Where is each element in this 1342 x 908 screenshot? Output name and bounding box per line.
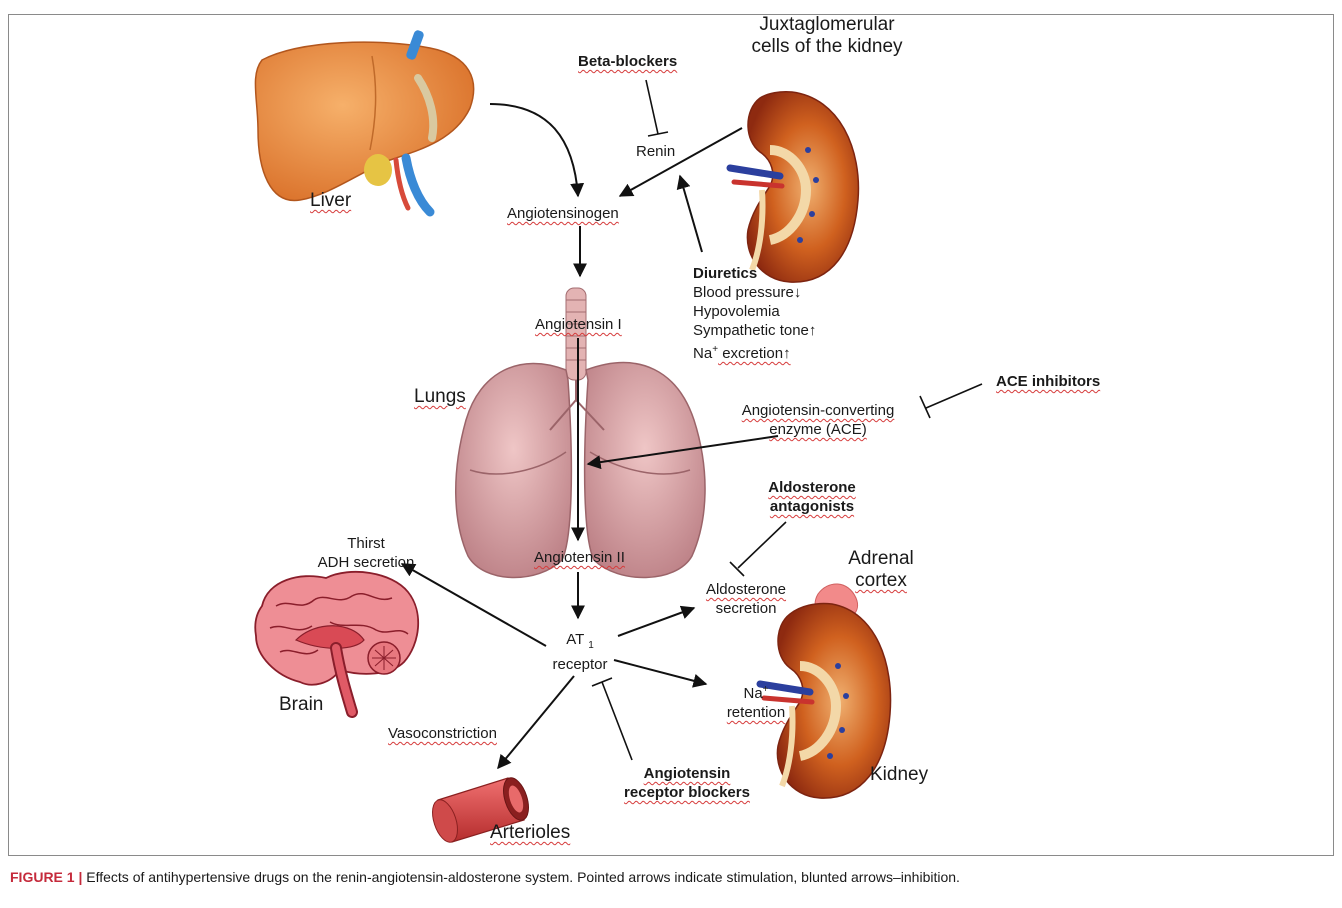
aldosterone-line1: Aldosterone — [696, 580, 796, 599]
renin-label: Renin — [636, 142, 675, 161]
arterioles-label: Arterioles — [490, 822, 570, 844]
ace-line1: Angiotensin-converting — [718, 401, 918, 420]
arrow-diuretics-to-renin — [680, 176, 702, 252]
na-line1: Na+ — [716, 680, 796, 703]
figure-label: FIGURE 1 | — [10, 869, 82, 885]
adh-secretion-label: ADH secretion — [314, 553, 418, 572]
brain-effects-label: Thirst ADH secretion — [314, 534, 418, 572]
at1-line2: receptor — [540, 655, 620, 674]
lungs-label: Lungs — [414, 386, 466, 408]
beta-blockers-label: Beta-blockers — [578, 52, 677, 71]
adrenal-line2: cortex — [836, 570, 926, 592]
at1-line1: AT 1 — [540, 630, 620, 655]
stimulus-blood-pressure: Blood pressure↓ — [693, 283, 816, 302]
diuretics-label: Diuretics — [693, 264, 816, 283]
na-sup: + — [763, 684, 769, 695]
stimulus-na-excretion: Na+ excretion↑ — [693, 340, 816, 363]
brain-label: Brain — [279, 694, 323, 716]
raas-diagram — [0, 0, 1342, 860]
thirst-label: Thirst — [314, 534, 418, 553]
aldosterone-antagonists-line1: Aldosterone — [752, 478, 872, 497]
angiotensin1-label: Angiotensin I — [535, 315, 622, 334]
liver-illustration — [255, 29, 473, 212]
inhibit-arb — [592, 678, 632, 760]
inhibit-ace-inhibitors — [920, 384, 982, 418]
at1-sub: 1 — [588, 640, 594, 651]
angiotensinogen-label: Angiotensinogen — [507, 204, 619, 223]
aldosterone-line2: secretion — [696, 599, 796, 618]
arb-label: Angiotensin receptor blockers — [612, 764, 762, 802]
na-excretion-prefix: Na — [693, 345, 712, 362]
at1-text: AT — [566, 631, 584, 648]
kidney-label: Kidney — [870, 764, 928, 786]
arrow-liver-to-angiotensinogen — [490, 104, 578, 196]
at1-receptor-label: AT 1 receptor — [540, 630, 620, 674]
juxtaglomerular-kidney-illustration — [730, 92, 858, 282]
juxtaglomerular-line2: cells of the kidney — [722, 36, 932, 58]
na-retention-label: Na+ retention — [716, 680, 796, 722]
arb-line1: Angiotensin — [612, 764, 762, 783]
ace-label: Angiotensin-converting enzyme (ACE) — [718, 401, 918, 439]
stimulus-sympathetic-tone: Sympathetic tone↑ — [693, 321, 816, 340]
arrow-kidney-to-angiotensinogen — [620, 128, 742, 196]
aldosterone-antagonists-label: Aldosterone antagonists — [752, 478, 872, 516]
arrow-at1-to-na-retention — [614, 660, 706, 684]
juxtaglomerular-label: Juxtaglomerular cells of the kidney — [722, 14, 932, 58]
ace-inhibitors-label: ACE inhibitors — [996, 372, 1100, 391]
aldosterone-antagonists-line2: antagonists — [752, 497, 872, 516]
renin-stimuli-list: Diuretics Blood pressure↓ Hypovolemia Sy… — [693, 264, 816, 363]
juxtaglomerular-line1: Juxtaglomerular — [722, 14, 932, 36]
na-excretion-suffix: excretion↑ — [718, 345, 791, 362]
arb-line2: receptor blockers — [612, 783, 762, 802]
stimulus-hypovolemia: Hypovolemia — [693, 302, 816, 321]
aldosterone-secretion-label: Aldosterone secretion — [696, 580, 796, 618]
ace-line2: enzyme (ACE) — [718, 420, 918, 439]
na-line2: retention — [716, 703, 796, 722]
brain-illustration — [255, 572, 418, 712]
vasoconstriction-label: Vasoconstriction — [388, 724, 497, 743]
figure-caption: FIGURE 1 | Effects of antihypertensive d… — [10, 868, 1330, 886]
adrenal-line1: Adrenal — [836, 548, 926, 570]
liver-label: Liver — [310, 190, 351, 212]
adrenal-cortex-label: Adrenal cortex — [836, 548, 926, 592]
na-text: Na — [743, 685, 762, 702]
arrow-at1-to-aldosterone — [618, 608, 694, 636]
caption-text: Effects of antihypertensive drugs on the… — [82, 869, 960, 885]
inhibit-aldosterone-antagonists — [730, 522, 786, 576]
inhibit-beta-blockers — [646, 80, 668, 136]
arrow-at1-to-arterioles — [498, 676, 574, 768]
angiotensin2-label: Angiotensin II — [534, 548, 625, 567]
